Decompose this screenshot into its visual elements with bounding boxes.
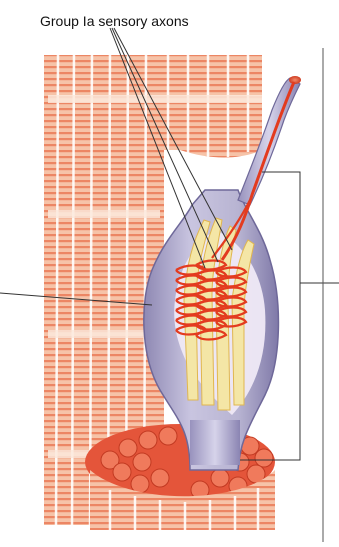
upper-muscle-fibers	[150, 55, 262, 158]
fiber-cross-section	[85, 424, 275, 530]
group-ia-axons-label: Group Ia sensory axons	[40, 13, 189, 29]
lower-tube	[190, 420, 240, 465]
